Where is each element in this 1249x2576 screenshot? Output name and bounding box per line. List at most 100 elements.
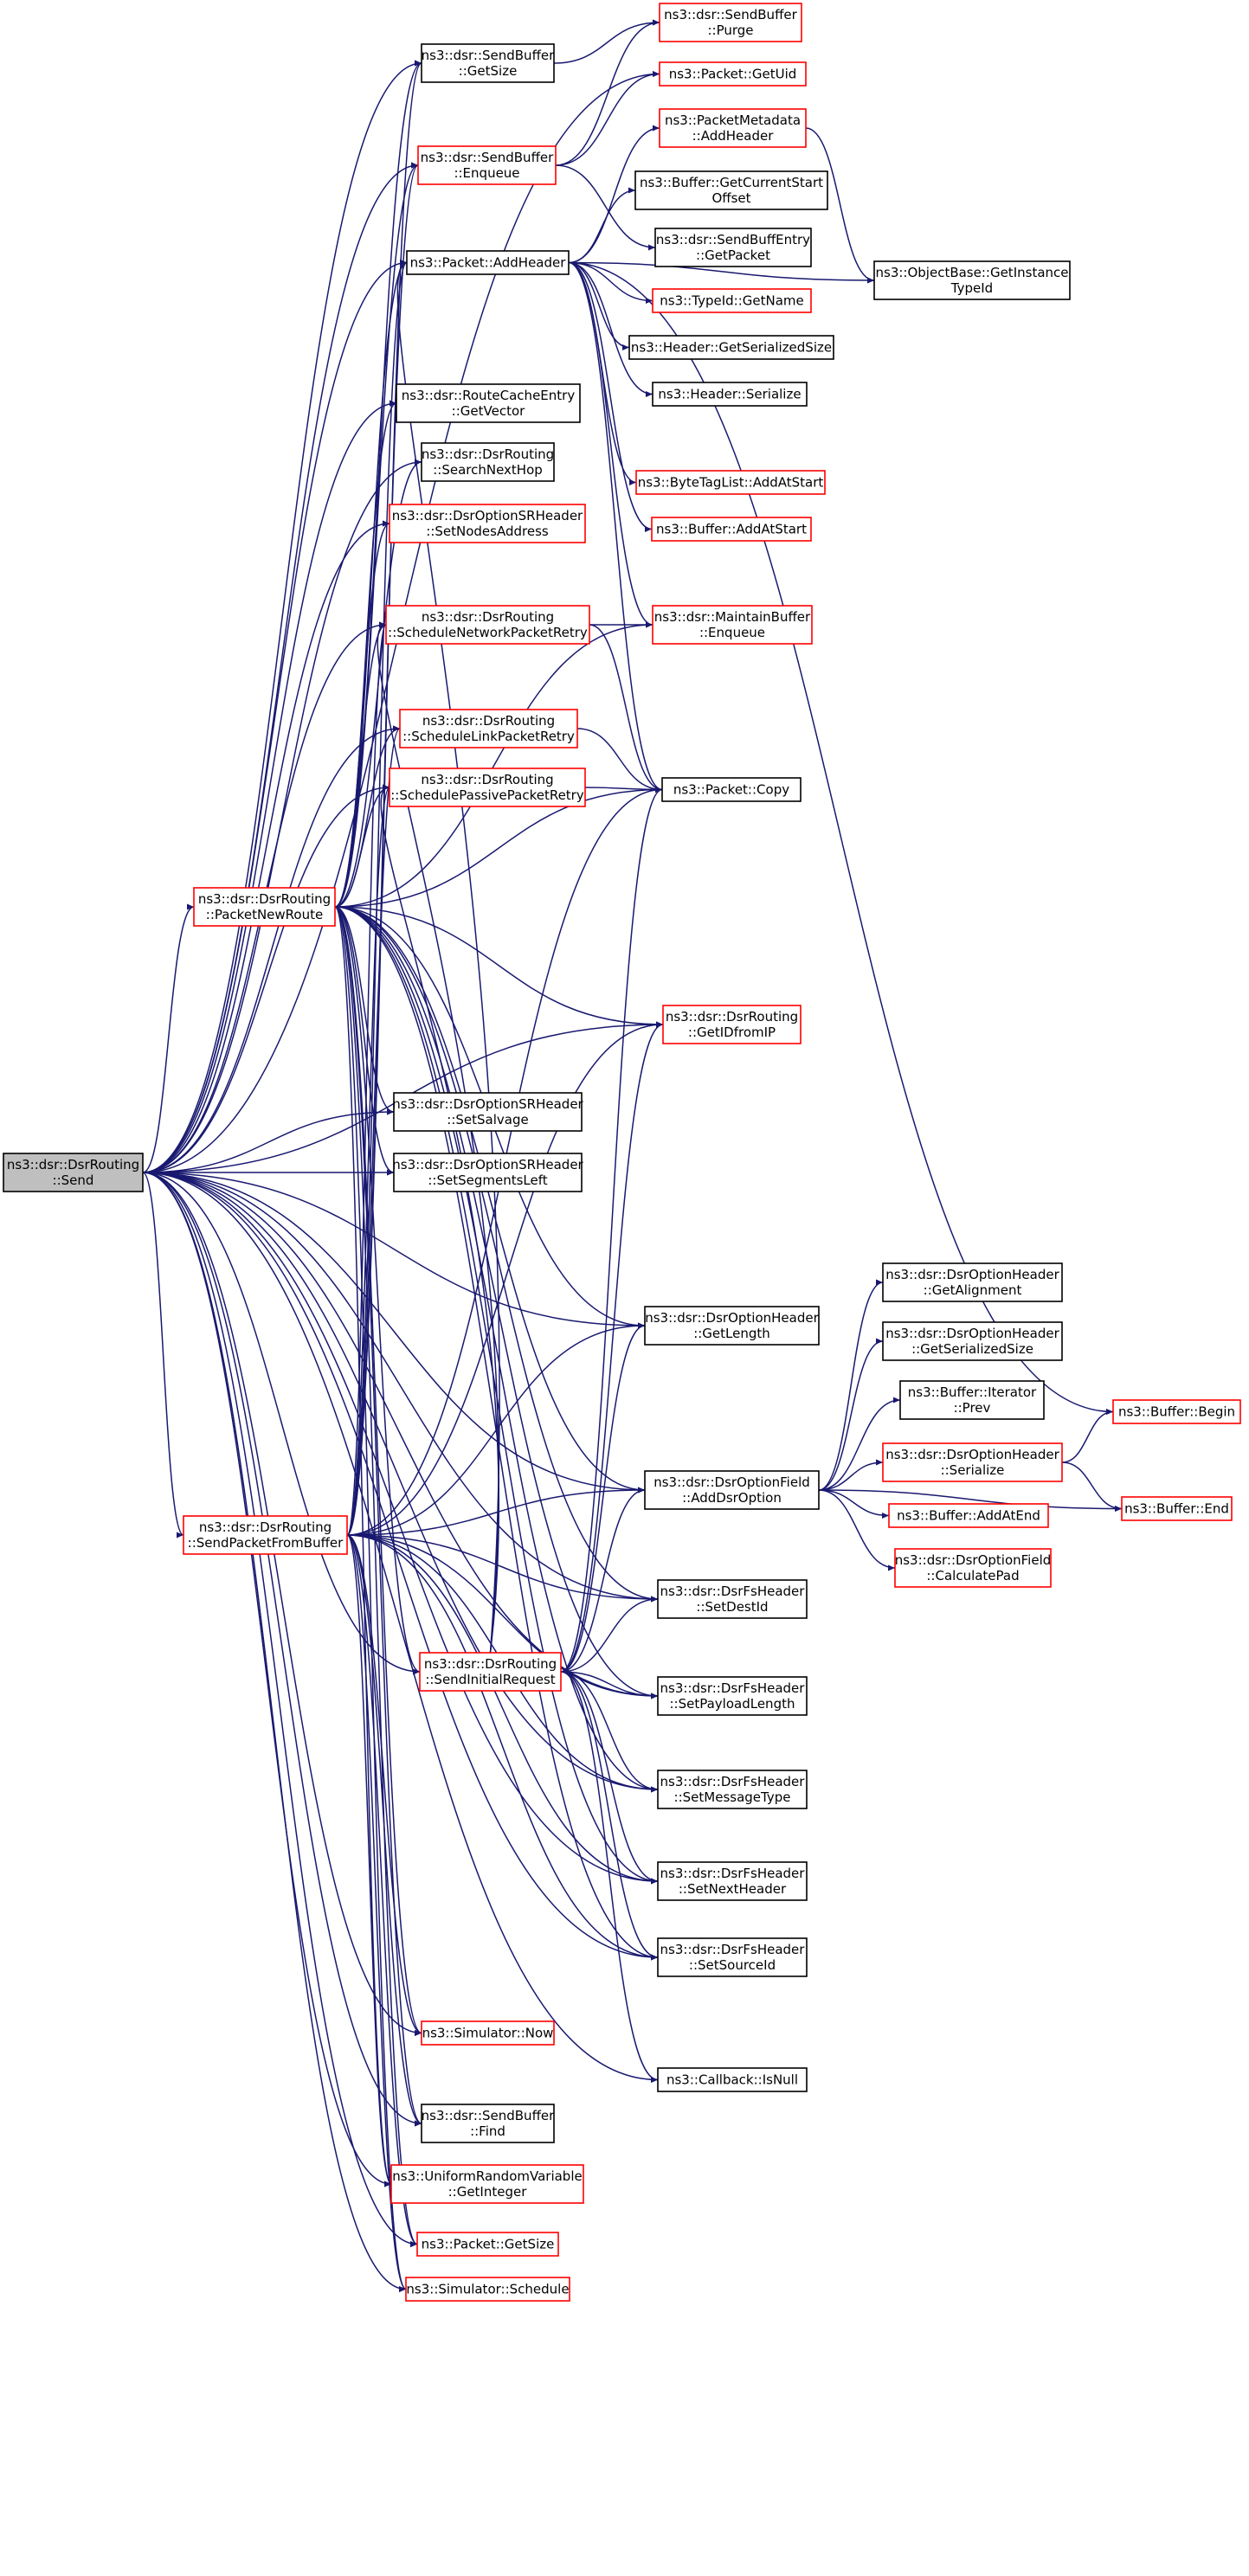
edge-pktAddHeader-to-bufBegin xyxy=(568,261,1114,1416)
edge-send-to-fsSetDestId xyxy=(142,1172,659,1603)
node-pktCopy[interactable]: ns3::Packet::Copy xyxy=(661,777,802,802)
node-getIDfromIP[interactable]: ns3::dsr::DsrRouting::GetIDfromIP xyxy=(662,1005,802,1044)
node-bufAddAtEnd[interactable]: ns3::Buffer::AddAtEnd xyxy=(888,1503,1049,1528)
node-typeIdGetName[interactable]: ns3::TypeId::GetName xyxy=(652,288,812,313)
node-label: ::CalculatePad xyxy=(926,1568,1019,1584)
node-label: ns3::dsr::RouteCacheEntry xyxy=(402,388,576,403)
node-btlAddAtStart[interactable]: ns3::ByteTagList::AddAtStart xyxy=(635,470,826,495)
node-schedPassiveRetry[interactable]: ns3::dsr::DsrRouting::SchedulePassivePac… xyxy=(389,768,586,807)
node-sbGetSize[interactable]: ns3::dsr::SendBuffer::GetSize xyxy=(421,43,555,83)
edge-ofAddDsrOption-to-ofCalcPad xyxy=(818,1489,896,1571)
edge-packetNewRoute-to-srSetSalvage xyxy=(334,906,395,1115)
node-srSetSalvage[interactable]: ns3::dsr::DsrOptionSRHeader::SetSalvage xyxy=(392,1092,584,1132)
edge-sendInitialRequest-to-ofAddDsrOption xyxy=(560,1487,646,1673)
node-label: ns3::dsr::DsrOptionSRHeader xyxy=(392,1157,583,1172)
node-urvGetInteger[interactable]: ns3::UniformRandomVariable::GetInteger xyxy=(390,2164,584,2204)
node-srSetSegLeft[interactable]: ns3::dsr::DsrOptionSRHeader::SetSegments… xyxy=(392,1153,584,1192)
edge-sendPacketFromBuffer-to-schedPassiveRetry xyxy=(346,784,390,1536)
node-box xyxy=(421,442,555,482)
node-fsSetDestId[interactable]: ns3::dsr::DsrFsHeader::SetDestId xyxy=(657,1579,808,1619)
node-box xyxy=(899,1380,1045,1420)
node-pktGetSize[interactable]: ns3::Packet::GetSize xyxy=(416,2232,559,2257)
edge-packetNewRoute-to-srSetNodesAddress xyxy=(334,520,390,908)
node-label: ::SchedulePassivePacketRetry xyxy=(390,787,584,803)
node-box xyxy=(657,1861,808,1901)
node-label: ::GetLength xyxy=(693,1326,770,1341)
node-fsSetNextHeader[interactable]: ns3::dsr::DsrFsHeader::SetNextHeader xyxy=(657,1861,808,1901)
node-bufAddAtStart[interactable]: ns3::Buffer::AddAtStart xyxy=(651,517,812,542)
node-send[interactable]: ns3::dsr::DsrRouting::Send xyxy=(3,1153,144,1192)
edge-sendPacketFromBuffer-to-fsSetSourceId xyxy=(346,1534,659,1961)
node-label: ::SetMessageType xyxy=(674,1789,791,1805)
node-sbPurge[interactable]: ns3::dsr::SendBuffer::Purge xyxy=(659,3,802,42)
node-simNow[interactable]: ns3::Simulator::Now xyxy=(421,2020,555,2046)
node-box xyxy=(659,61,807,87)
node-label: ns3::Header::GetSerializedSize xyxy=(631,340,832,356)
node-label: ns3::dsr::DsrFsHeader xyxy=(660,1680,806,1696)
node-bufEnd[interactable]: ns3::Buffer::End xyxy=(1121,1496,1233,1521)
node-ohGetSerSize[interactable]: ns3::dsr::DsrOptionHeader::GetSerialized… xyxy=(882,1321,1063,1361)
node-pktGetUid[interactable]: ns3::Packet::GetUid xyxy=(659,61,807,87)
node-label: ::GetSerializedSize xyxy=(911,1341,1033,1357)
node-label: ns3::Buffer::Begin xyxy=(1118,1404,1235,1420)
node-box xyxy=(882,1442,1063,1482)
node-packetNewRoute[interactable]: ns3::dsr::DsrRouting::PacketNewRoute xyxy=(193,887,336,927)
node-schedLinkRetry[interactable]: ns3::dsr::DsrRouting::ScheduleLinkPacket… xyxy=(399,709,578,748)
node-sendPacketFromBuffer[interactable]: ns3::dsr::DsrRouting::SendPacketFromBuff… xyxy=(183,1515,348,1555)
node-srSetNodesAddress[interactable]: ns3::dsr::DsrOptionSRHeader::SetNodesAdd… xyxy=(389,504,586,543)
node-sbFind[interactable]: ns3::dsr::SendBuffer::Find xyxy=(421,2104,555,2143)
node-bufBegin[interactable]: ns3::Buffer::Begin xyxy=(1112,1399,1241,1424)
node-box xyxy=(396,383,581,423)
node-sbeGetPacket[interactable]: ns3::dsr::SendBuffEntry::GetPacket xyxy=(654,228,812,267)
node-ofAddDsrOption[interactable]: ns3::dsr::DsrOptionField::AddDsrOption xyxy=(644,1470,820,1510)
node-bufIterPrev[interactable]: ns3::Buffer::Iterator::Prev xyxy=(899,1380,1045,1420)
node-pktAddHeader[interactable]: ns3::Packet::AddHeader xyxy=(406,250,570,275)
node-sendInitialRequest[interactable]: ns3::dsr::DsrRouting::SendInitialRequest xyxy=(419,1652,562,1692)
node-label: ns3::ByteTagList::AddAtStart xyxy=(638,475,824,491)
node-ohGetAlignment[interactable]: ns3::dsr::DsrOptionHeader::GetAlignment xyxy=(882,1262,1063,1302)
edge-packetNewRoute-to-fsSetPayloadLen xyxy=(334,906,659,1699)
node-rceGetVector[interactable]: ns3::dsr::RouteCacheEntry::GetVector xyxy=(396,383,581,423)
node-mbEnqueue[interactable]: ns3::dsr::MaintainBuffer::Enqueue xyxy=(652,605,813,645)
node-hdrGetSerSize[interactable]: ns3::Header::GetSerializedSize xyxy=(628,335,834,360)
node-simSchedule[interactable]: ns3::Simulator::Schedule xyxy=(405,2277,570,2302)
edge-pmAddHeader-to-objGetInstanceTypeId xyxy=(805,127,875,284)
node-searchNextHop[interactable]: ns3::dsr::DsrRouting::SearchNextHop xyxy=(421,442,555,482)
node-label: ns3::dsr::DsrRouting xyxy=(666,1009,798,1025)
node-box xyxy=(421,2020,555,2046)
node-fsSetSourceId[interactable]: ns3::dsr::DsrFsHeader::SetSourceId xyxy=(657,1937,808,1977)
edge-sendInitialRequest-to-fsSetPayloadLen xyxy=(560,1671,659,1699)
node-label: ns3::dsr::SendBuffer xyxy=(422,48,555,63)
node-sbEnqueue[interactable]: ns3::dsr::SendBuffer::Enqueue xyxy=(417,145,557,185)
node-box xyxy=(393,1153,583,1192)
node-ohGetLength[interactable]: ns3::dsr::DsrOptionHeader::GetLength xyxy=(644,1306,820,1346)
node-pmAddHeader[interactable]: ns3::PacketMetadata::AddHeader xyxy=(659,108,807,148)
node-label: ns3::dsr::DsrOptionHeader xyxy=(885,1447,1059,1462)
node-cbIsNull[interactable]: ns3::Callback::IsNull xyxy=(657,2067,808,2092)
node-ohSerialize[interactable]: ns3::dsr::DsrOptionHeader::Serialize xyxy=(882,1442,1063,1482)
edge-sendInitialRequest-to-schedNetRetry xyxy=(377,621,499,1654)
node-label: ::GetIDfromIP xyxy=(688,1025,776,1040)
node-label: ns3::dsr::SendBuffer xyxy=(664,7,797,22)
node-label: ns3::dsr::DsrRouting xyxy=(422,446,554,462)
edge-pktAddHeader-to-pktCopy xyxy=(568,261,663,793)
edge-sendPacketFromBuffer-to-schedNetRetry xyxy=(346,621,387,1536)
edge-send-to-sbGetSize xyxy=(142,60,422,1173)
node-label: ns3::Simulator::Schedule xyxy=(406,2282,569,2297)
node-box xyxy=(894,1548,1052,1588)
node-fsSetMsgType[interactable]: ns3::dsr::DsrFsHeader::SetMessageType xyxy=(657,1770,808,1809)
edge-sbGetSize-to-sbPurge xyxy=(553,19,660,64)
edge-packetNewRoute-to-getIDfromIP xyxy=(334,906,664,1028)
node-label: ns3::dsr::DsrOptionSRHeader xyxy=(392,1096,583,1112)
node-hdrSerialize[interactable]: ns3::Header::Serialize xyxy=(652,382,808,407)
node-box xyxy=(421,43,555,83)
edge-sendPacketFromBuffer-to-sbEnqueue xyxy=(346,162,419,1536)
node-label: ::Find xyxy=(470,2123,505,2139)
node-schedNetRetry[interactable]: ns3::dsr::DsrRouting::ScheduleNetworkPac… xyxy=(385,605,590,645)
node-fsSetPayloadLen[interactable]: ns3::dsr::DsrFsHeader::SetPayloadLength xyxy=(657,1676,808,1716)
node-box xyxy=(652,382,808,407)
node-label: ::GetAlignment xyxy=(924,1282,1022,1298)
node-ofCalcPad[interactable]: ns3::dsr::DsrOptionField::CalculatePad xyxy=(894,1548,1052,1588)
